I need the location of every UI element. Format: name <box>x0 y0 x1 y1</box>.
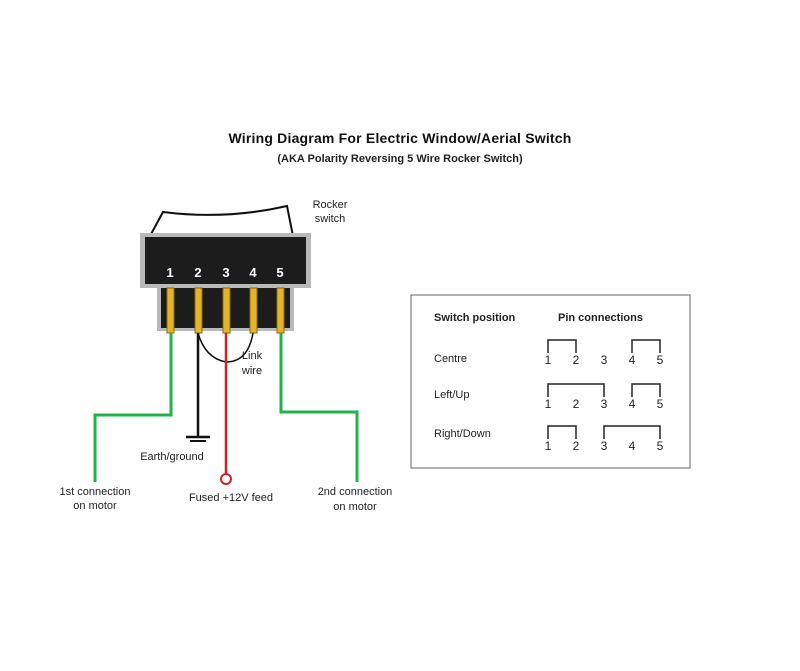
row-position-centre: Centre <box>434 353 467 365</box>
earth-label: Earth/ground <box>140 451 204 463</box>
green-wire-motor-1 <box>93 333 173 482</box>
switch-body <box>145 237 306 284</box>
row-position-left-up: Left/Up <box>434 389 469 401</box>
table-header-pins: Pin connections <box>558 312 643 324</box>
pin-bridge <box>547 339 577 353</box>
pin-label: 5 <box>657 439 664 453</box>
pin-number-2: 2 <box>194 265 201 280</box>
motor-2-label-line2: on motor <box>333 501 377 513</box>
rocker-label-line2: switch <box>315 213 346 225</box>
row-position-right-down: Right/Down <box>434 428 491 440</box>
pin-bridge <box>547 425 577 439</box>
pin-label: 2 <box>573 397 580 411</box>
pin-bridge <box>547 383 605 397</box>
pin-label: 2 <box>573 439 580 453</box>
pin-label: 4 <box>629 439 636 453</box>
pin-label: 2 <box>573 353 580 367</box>
diagram-subtitle: (AKA Polarity Reversing 5 Wire Rocker Sw… <box>277 153 523 165</box>
pin-number-4: 4 <box>249 265 257 280</box>
ground-icon <box>186 435 210 442</box>
pin-bridge <box>631 339 661 353</box>
terminal-3 <box>222 287 231 334</box>
pin-label: 5 <box>657 353 664 367</box>
pin-label: 4 <box>629 397 636 411</box>
motor-1-label-line1: 1st connection <box>60 486 131 498</box>
pin-label: 4 <box>629 353 636 367</box>
link-wire-label-line1: Link <box>242 350 263 362</box>
pin-label: 1 <box>545 439 552 453</box>
pin-label: 1 <box>545 397 552 411</box>
pin-table <box>410 294 691 469</box>
terminal-2 <box>194 287 203 334</box>
motor-1-label-line2: on motor <box>73 500 117 512</box>
diagram-title: Wiring Diagram For Electric Window/Aeria… <box>228 130 572 146</box>
pin-label: 3 <box>601 353 608 367</box>
pin-number-5: 5 <box>276 265 283 280</box>
pin-label: 3 <box>601 439 608 453</box>
pin-rows: 1 2 3 4 5 1 2 3 4 5 1 2 3 4 5 <box>545 339 664 453</box>
table-header-position: Switch position <box>434 312 516 324</box>
terminal-4 <box>249 287 258 334</box>
pin-bridge <box>631 383 661 397</box>
pin-label: 1 <box>545 353 552 367</box>
feed-terminal-icon <box>220 473 232 485</box>
rocker-label-line1: Rocker <box>313 199 348 211</box>
terminal-5 <box>276 287 285 334</box>
link-wire-label-line2: wire <box>241 365 262 377</box>
green-wire-motor-2 <box>279 333 359 482</box>
pin-number-3: 3 <box>222 265 229 280</box>
pin-label: 3 <box>601 397 608 411</box>
terminal-1 <box>166 287 175 334</box>
pin-bridge <box>603 425 661 439</box>
fused-feed-label: Fused +12V feed <box>189 492 273 504</box>
pin-number-1: 1 <box>166 265 173 280</box>
rocker-top <box>149 204 294 237</box>
pin-label: 5 <box>657 397 664 411</box>
motor-2-label-line1: 2nd connection <box>318 486 393 498</box>
